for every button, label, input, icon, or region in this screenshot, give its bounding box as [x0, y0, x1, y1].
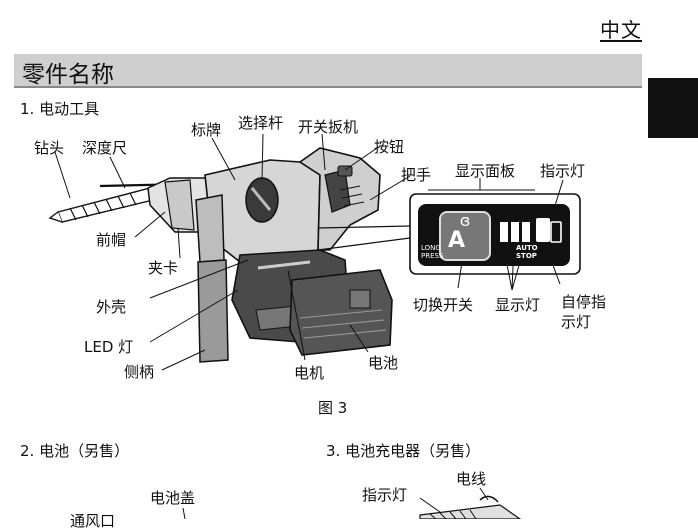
lower-illustrations	[0, 0, 698, 519]
